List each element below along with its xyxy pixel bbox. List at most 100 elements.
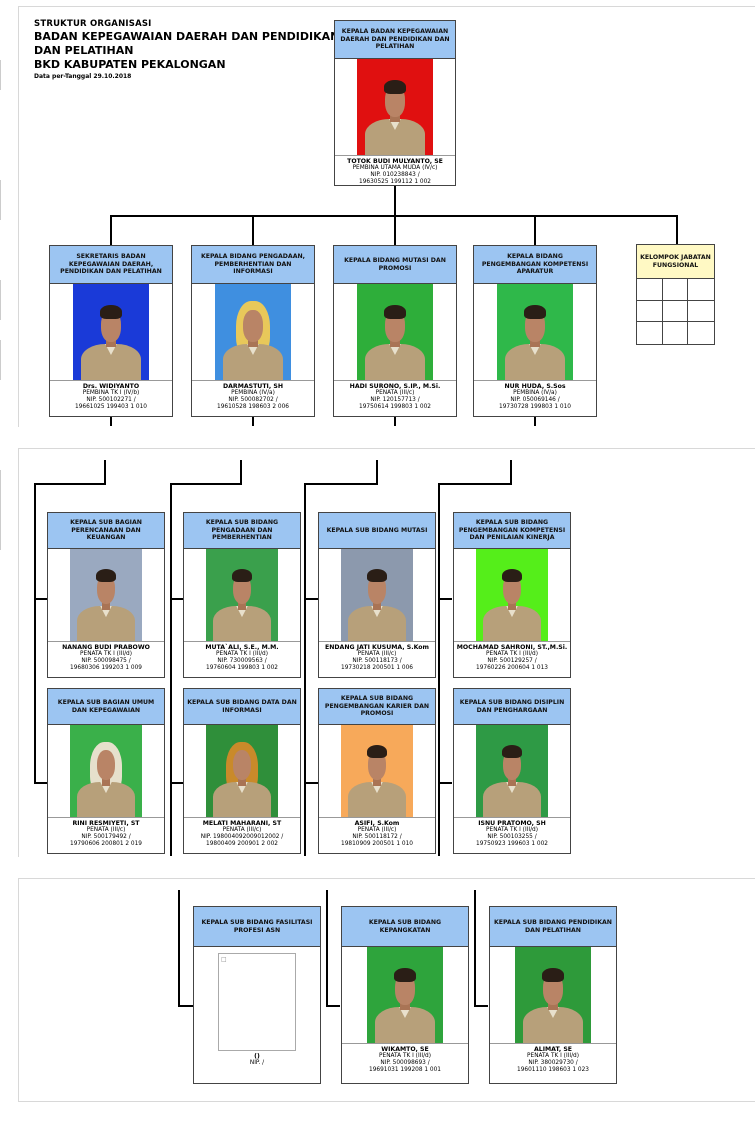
hair-shape <box>100 305 122 319</box>
person-rank: PENATA TK I (III/d) <box>80 651 132 657</box>
connector-line <box>110 215 112 246</box>
person-name: WIKAMTO, SE <box>381 1046 429 1053</box>
photo-placeholder <box>73 284 149 380</box>
grid-cell <box>688 279 714 301</box>
person-nip: NIP. 500102271 / <box>86 397 136 403</box>
photo-placeholder <box>206 725 278 817</box>
card-title: KEPALA SUB BIDANG DISIPLIN DAN PENGHARGA… <box>454 689 570 725</box>
photo-placeholder <box>206 549 278 641</box>
card-title: KEPALA SUB BIDANG PENGEMBANGAN KOMPETENS… <box>454 513 570 549</box>
collar-shape <box>388 118 402 131</box>
person-rank: PENATA (III/c) <box>86 827 126 833</box>
person-nip: NIP. 500129257 / <box>487 658 537 664</box>
photo-placeholder <box>367 947 443 1043</box>
card-title: KEPALA BIDANG PENGEMBANGAN KOMPETENSI AP… <box>474 246 596 284</box>
hair-shape <box>366 569 388 583</box>
neck-shape <box>548 1000 558 1011</box>
card-info: MOCHAMAD SAHRONI, ST.,M.Si.PENATA TK I (… <box>454 642 570 672</box>
card-title: KEPALA BIDANG MUTASI DAN PROMOSI <box>334 246 456 284</box>
collar-shape <box>388 343 402 356</box>
card-title: KEPALA BIDANG PENGADAAN, PEMBERHENTIAN D… <box>192 246 314 284</box>
connector-line <box>394 215 396 246</box>
connector-line <box>304 483 378 485</box>
photo-placeholder <box>497 284 573 380</box>
connector-line <box>438 598 452 600</box>
card-title: KEPALA SUB BIDANG PENGADAAN DAN PEMBERHE… <box>184 513 300 549</box>
connector-line <box>534 416 536 426</box>
collar-shape <box>236 782 248 794</box>
person-name: () <box>254 1053 260 1060</box>
connector-line <box>376 460 378 484</box>
person-nip: NIP. 500082702 / <box>228 397 278 403</box>
connector-line <box>252 416 254 426</box>
connector-line <box>304 782 318 784</box>
divider <box>474 380 596 381</box>
neck-shape <box>106 337 116 348</box>
person-nip-date: 19750923 199603 1 002 <box>476 841 548 847</box>
connector-line <box>438 483 440 856</box>
collar-shape <box>546 1006 560 1019</box>
connector-line <box>178 1005 194 1007</box>
person-nip-date: 19760226 200604 1 013 <box>476 665 548 671</box>
divider <box>48 641 164 642</box>
org-card: KEPALA SUB BIDANG PENGEMBANGAN KOMPETENS… <box>453 512 571 678</box>
neck-shape <box>507 776 517 786</box>
collar-shape <box>236 606 248 618</box>
org-card: KEPALA SUB BIDANG KEPANGKATAN WIKAMTO, SE… <box>341 906 469 1084</box>
hair-shape <box>231 569 253 583</box>
person-nip: NIP. 730009563 / <box>217 658 267 664</box>
org-card: KEPALA SUB BIDANG PENDIDIKAN DAN PELATIH… <box>489 906 617 1084</box>
org-card: KEPALA SUB BIDANG PENGEMBANGAN KARIER DA… <box>318 688 436 854</box>
person-nip-date: 19760604 199803 1 002 <box>206 665 278 671</box>
org-card-head: KEPALA BADAN KEPEGAWAIAN DAERAH DAN PEND… <box>334 20 456 186</box>
person-nip-date: 19691031 199208 1 001 <box>369 1067 441 1073</box>
face-shape <box>96 749 116 781</box>
neck-shape <box>390 337 400 348</box>
person-nip: NIP. 500118173 / <box>352 658 402 664</box>
card-title: KEPALA SUB BAGIAN UMUM DAN KEPEGAWAIAN <box>48 689 164 725</box>
person-nip-date: 19790606 200801 2 019 <box>70 841 142 847</box>
person-rank: PEMBINA (IV/a) <box>513 390 557 396</box>
connector-line <box>110 416 112 426</box>
margin-mark <box>0 340 9 380</box>
divider <box>48 817 164 818</box>
card-title: KEPALA SUB BIDANG PENDIDIKAN DAN PELATIH… <box>490 907 616 947</box>
connector-line <box>676 215 678 244</box>
org-card: KEPALA BIDANG PENGADAAN, PEMBERHENTIAN D… <box>191 245 315 417</box>
card-title: KEPALA SUB BIDANG KEPANGKATAN <box>342 907 468 947</box>
person-name: ASIFI, S.Kom <box>354 820 400 827</box>
person-name: MUTA`ALI, S.E., M.M. <box>205 644 279 651</box>
person-name: DARMASTUTI, SH <box>223 383 283 390</box>
person-name: MELATI MAHARANI, ST <box>202 820 282 827</box>
person-nip: NIP. 500098475 / <box>81 658 131 664</box>
person-rank: PENATA TK I (III/d) <box>486 827 538 833</box>
connector-line <box>326 890 328 1006</box>
title-line-3: DAN PELATIHAN <box>34 44 134 57</box>
collar-shape <box>528 343 542 356</box>
card-title: KEPALA SUB BIDANG MUTASI <box>319 513 435 549</box>
margin-mark <box>0 470 9 550</box>
divider <box>319 641 435 642</box>
hair-shape <box>501 745 523 759</box>
hair-shape <box>501 569 523 583</box>
neck-shape <box>400 1000 410 1011</box>
hair-shape <box>524 305 546 319</box>
hair-shape <box>542 968 564 982</box>
person-nip-date: 19730728 199803 1 010 <box>499 404 571 410</box>
person-nip: NIP. 500103255 / <box>487 834 537 840</box>
photo-placeholder <box>70 549 142 641</box>
person-nip-date: 19810909 200501 1 010 <box>341 841 413 847</box>
connector-line <box>34 598 48 600</box>
person-name: RINI RESMIYETI, ST <box>72 820 140 827</box>
neck-shape <box>507 600 517 610</box>
connector-line <box>304 598 318 600</box>
divider <box>335 155 455 156</box>
